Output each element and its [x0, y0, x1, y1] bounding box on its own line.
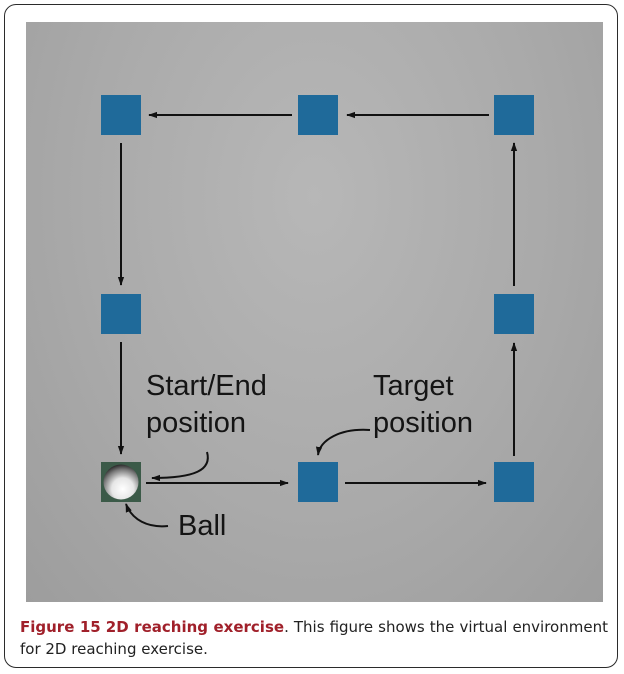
target-bottom-right: [494, 462, 534, 502]
callout-arrow-ball: [125, 503, 169, 528]
label-start-end-position: position: [146, 407, 246, 439]
target-top-middle: [298, 95, 338, 135]
target-top-left: [101, 95, 141, 135]
callout-arrow-start-end: [151, 451, 209, 482]
label-target-position: position: [373, 407, 473, 439]
caption-title: 2D reaching exercise: [105, 618, 285, 636]
label-target: Target: [373, 370, 454, 402]
caption-text: . This figure shows the virtual environm…: [20, 618, 608, 658]
target-top-right: [494, 95, 534, 135]
caption-figure-number: Figure 15: [20, 618, 101, 636]
label-start-end: Start/End: [146, 370, 267, 402]
target-middle-left: [101, 294, 141, 334]
label-ball: Ball: [178, 510, 227, 542]
callout-arrow-target: [315, 428, 371, 456]
target-middle-right: [494, 294, 534, 334]
target-bottom-middle: [298, 462, 338, 502]
ball: [103, 464, 139, 500]
figure-caption: Figure 15 2D reaching exercise. This fig…: [20, 616, 608, 660]
